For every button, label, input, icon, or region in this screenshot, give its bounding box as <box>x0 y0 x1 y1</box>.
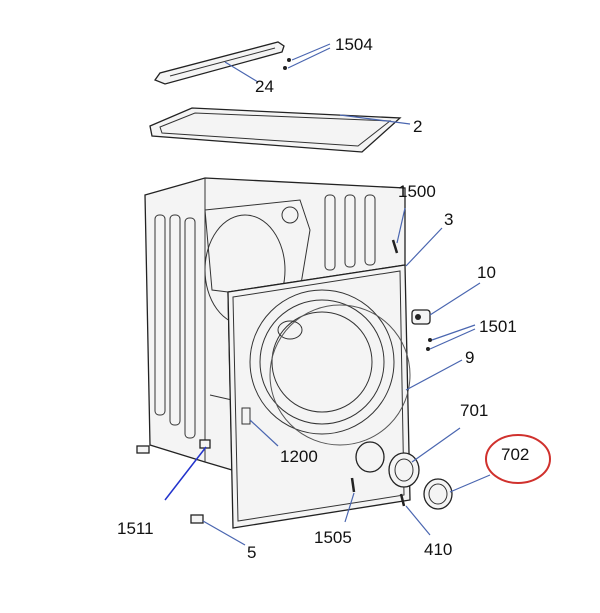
label-1501: 1501 <box>479 317 517 336</box>
part-1501-screws[interactable] <box>426 338 432 351</box>
part-410-screw[interactable] <box>399 493 406 507</box>
part-2-top-lid[interactable] <box>149 107 402 153</box>
part-1505-cap[interactable] <box>355 441 385 473</box>
part-5-feet[interactable] <box>136 439 211 524</box>
label-410: 410 <box>424 540 453 559</box>
label-702: 702 <box>501 445 530 464</box>
label-1504: 1504 <box>335 35 373 54</box>
part-701-ring[interactable] <box>388 452 420 488</box>
label-3: 3 <box>444 210 454 229</box>
label-2: 2 <box>413 117 423 136</box>
label-1505: 1505 <box>314 528 352 547</box>
part-3-front-panel[interactable] <box>227 264 411 529</box>
highlight-circle-702 <box>485 434 551 484</box>
part-10-lock[interactable] <box>411 309 431 325</box>
part-1504-screws[interactable] <box>283 58 291 70</box>
label-5: 5 <box>247 543 257 562</box>
label-1500: 1500 <box>398 182 436 201</box>
part-1505-screw[interactable] <box>350 477 356 493</box>
leader-lines <box>164 43 491 546</box>
label-701: 701 <box>460 401 489 420</box>
label-1511: 1511 <box>117 519 154 538</box>
label-24: 24 <box>255 77 274 96</box>
part-24-bracket-bar[interactable] <box>153 41 285 85</box>
part-1500-screw[interactable] <box>391 239 399 254</box>
label-1200: 1200 <box>280 447 318 466</box>
label-10: 10 <box>477 263 496 282</box>
part-702-cover[interactable] <box>423 478 453 510</box>
part-9-seal[interactable] <box>269 304 411 446</box>
label-9: 9 <box>465 348 475 367</box>
